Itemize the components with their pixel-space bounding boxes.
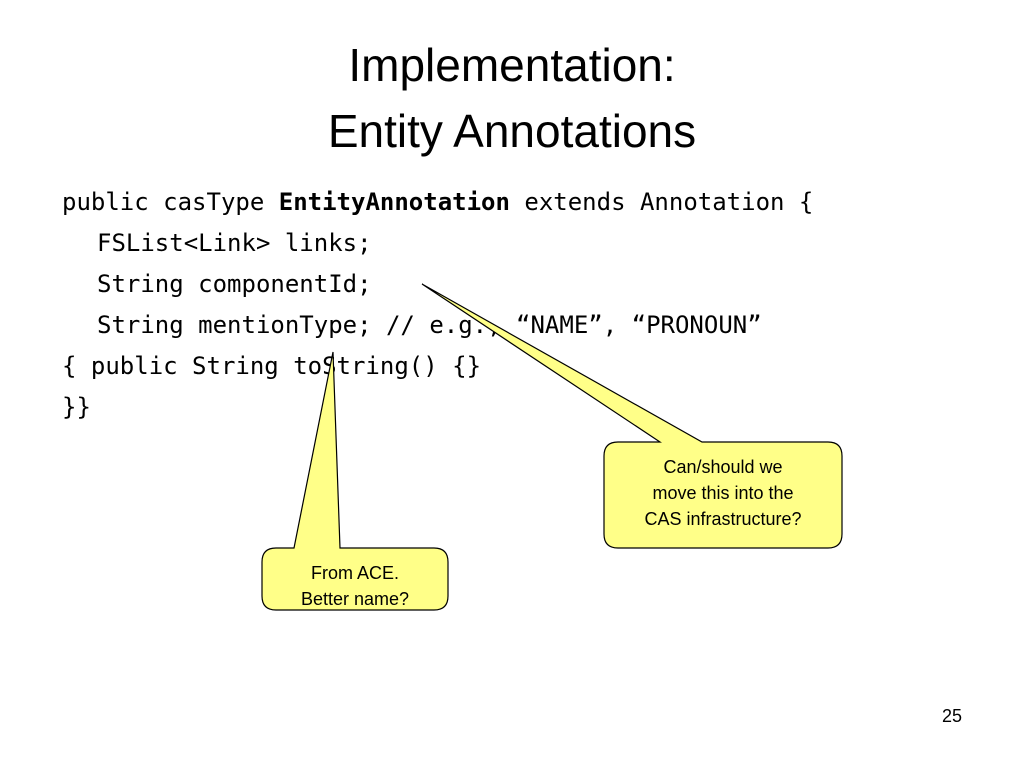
callout-1-line-3: CAS infrastructure? xyxy=(644,509,802,529)
code-line-1-prefix: public casType xyxy=(62,188,279,216)
code-block: public casType EntityAnnotation extends … xyxy=(62,182,813,428)
callout-text-2: From ACE. Better name? xyxy=(262,560,448,612)
code-line-5: { public String toString() {} xyxy=(62,352,482,380)
code-line-3: String componentId; xyxy=(97,270,372,298)
code-line-4: String mentionType; // e.g., “NAME”, “PR… xyxy=(97,311,762,339)
slide-title-line2: Entity Annotations xyxy=(327,105,697,157)
callout-2-line-1: From ACE. xyxy=(310,563,399,583)
slide-title-line1: Implementation: xyxy=(348,39,676,91)
class-name: EntityAnnotation xyxy=(278,188,510,216)
code-line-6: }} xyxy=(62,393,91,421)
code-line-1-suffix: extends Annotation { xyxy=(509,188,814,216)
code-line-2: FSList<Link> links; xyxy=(97,229,372,257)
callout-2-line-2: Better name? xyxy=(300,589,410,609)
callout-1-line-2: move this into the xyxy=(652,483,794,503)
callout-1-line-1: Can/should we xyxy=(663,457,783,477)
code-line-1: public casType EntityAnnotation extends … xyxy=(62,182,813,223)
callout-text-1: Can/should we move this into the CAS inf… xyxy=(604,454,842,532)
page-number: 25 xyxy=(941,706,962,726)
